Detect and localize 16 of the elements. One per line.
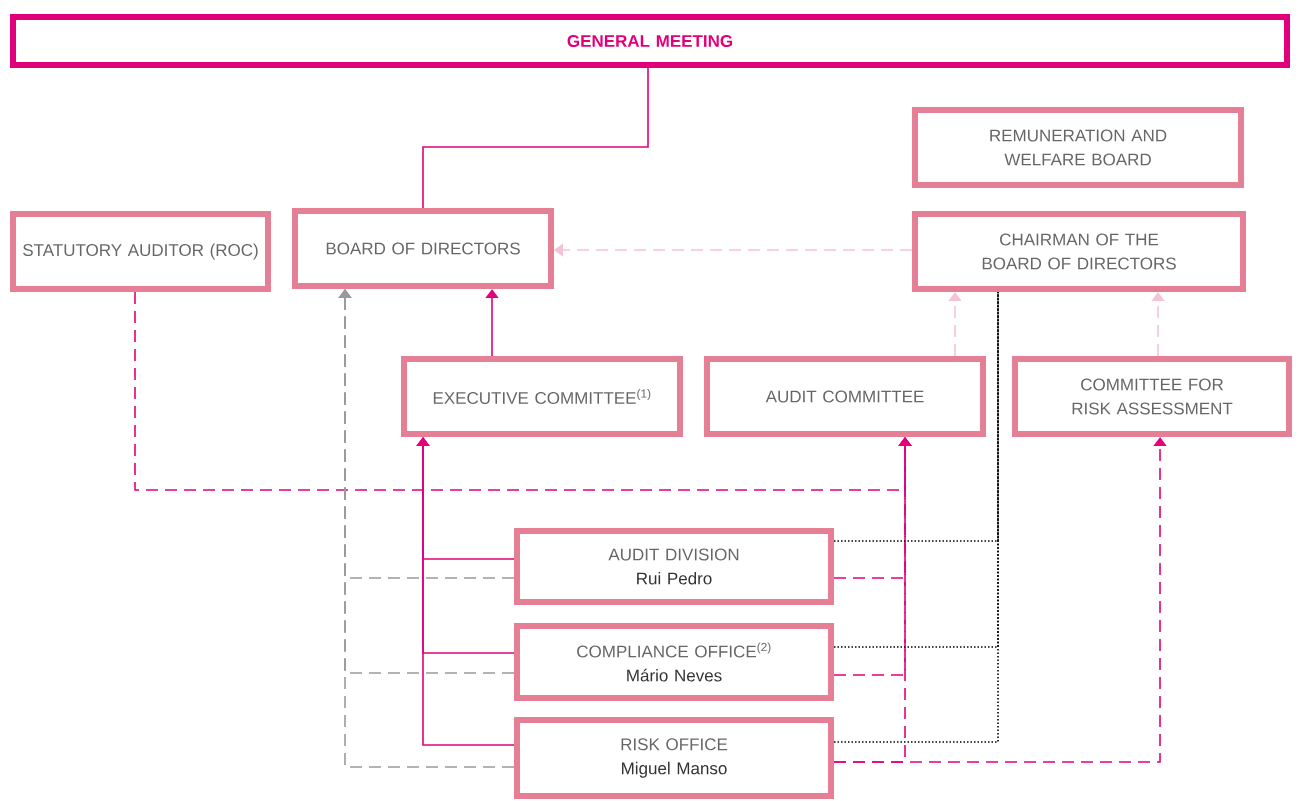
org-box: CHAIRMAN OF THE BOARD OF DIRECTORS [912, 211, 1246, 292]
connector-line [422, 67, 649, 209]
org-box: STATUTORY AUDITOR (ROC) [10, 211, 271, 292]
arrow [338, 289, 515, 768]
org-box: EXECUTIVE COMMITTEE$^{(1)}$ [401, 356, 683, 437]
org-box: COMMITTEE FOR RISK ASSESSMENT [1012, 356, 1292, 437]
arrow [416, 437, 515, 746]
title-box: GENERAL MEETING [10, 14, 1290, 68]
org-box: AUDIT DIVISION Rui Pedro [514, 528, 834, 605]
connector-line [833, 291, 999, 743]
org-box: REMUNERATION AND WELFARE BOARD [912, 107, 1244, 188]
org-box: BOARD OF DIRECTORS [292, 208, 554, 289]
org-box: COMPLIANCE OFFICE$^{(2)}$ Mário Neves [514, 623, 834, 701]
org-box: AUDIT COMMITTEE [704, 356, 986, 437]
org-box: RISK OFFICE Miguel Manso [514, 717, 834, 799]
connector-line [833, 291, 999, 542]
